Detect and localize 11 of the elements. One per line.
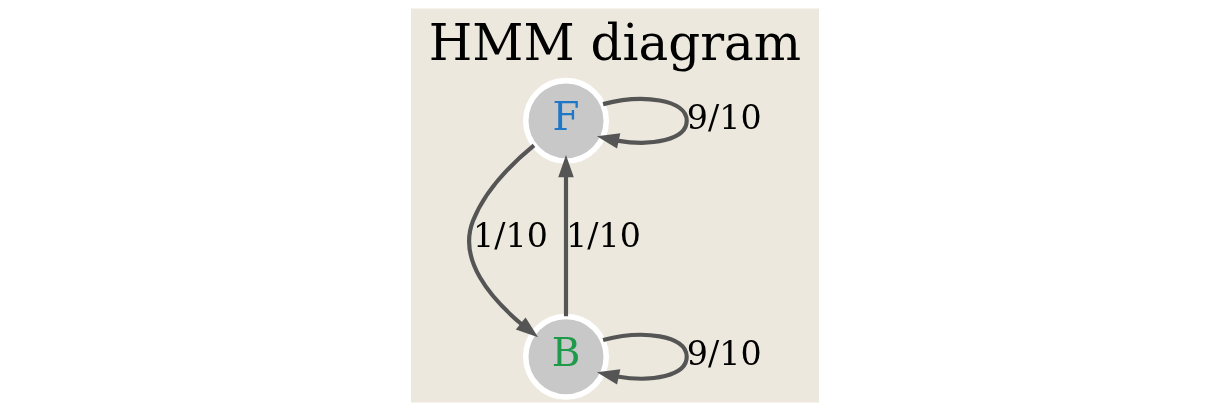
arrow bbox=[467, 143, 539, 338]
edge-label: 9/10 bbox=[686, 98, 762, 138]
node-circle: F bbox=[522, 77, 609, 164]
diagram-title: HMM diagram bbox=[428, 13, 802, 72]
edge-label: 9/10 bbox=[686, 334, 762, 374]
node-circle: B bbox=[522, 313, 609, 400]
arrow bbox=[596, 96, 689, 149]
arrow bbox=[596, 332, 689, 385]
arrow bbox=[558, 154, 574, 317]
edge-label: 1/10 bbox=[566, 216, 641, 256]
edge-label: 1/10 bbox=[473, 216, 548, 256]
